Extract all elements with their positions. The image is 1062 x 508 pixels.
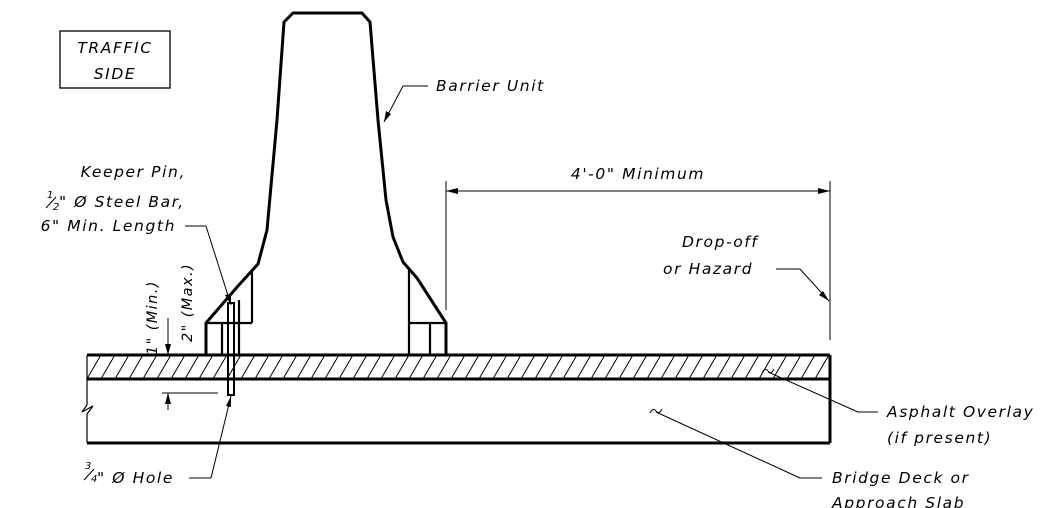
keeper-pin-line1: Keeper Pin,: [81, 163, 186, 181]
dimension-4ft-label: 4'-0" Minimum: [571, 165, 705, 183]
keeper-pin-label: Keeper Pin, 1 2 " Ø Steel Bar, 6" Min. L…: [41, 163, 186, 235]
minimum-offset-dimension: 4'-0" Minimum: [445, 165, 831, 340]
keeper-pin-frac-num: 1: [47, 190, 53, 201]
barrier-unit-leader: Barrier Unit: [383, 77, 545, 123]
keeper-pin-frac-den: 2: [53, 202, 59, 213]
max-2in-label: 2" (Max.): [180, 263, 196, 342]
dropoff-line2: or Hazard: [663, 260, 753, 278]
dropoff-leader: Drop-off or Hazard: [663, 233, 830, 302]
deck-leader: Bridge Deck or Approach Slab: [649, 408, 970, 508]
hole-label: 3 4 " Ø Hole: [83, 461, 174, 487]
traffic-side-line2: SIDE: [94, 65, 137, 83]
hole-frac-num: 3: [85, 461, 91, 472]
keeper-pin-line2: " Ø Steel Bar,: [59, 193, 185, 211]
hole-leader: [189, 395, 232, 479]
keeper-pin-line3: 6" Min. Length: [41, 217, 176, 235]
barrier-unit: [204, 11, 448, 355]
traffic-side-line1: TRAFFIC: [77, 39, 152, 57]
dropoff-line1: Drop-off: [682, 233, 759, 251]
min-1in-label: 1" (Min.): [145, 280, 161, 355]
hole-frac-den: 4: [91, 474, 97, 485]
deck-line2: Approach Slab: [831, 494, 965, 508]
asphalt-line2: (if present): [887, 429, 992, 447]
barrier-unit-label: Barrier Unit: [436, 77, 545, 95]
asphalt-line1: Asphalt Overlay: [886, 403, 1034, 421]
keeper-pin: [227, 302, 235, 396]
embedment-dimensions: 1" (Min.) 2" (Max.): [145, 263, 218, 410]
deck-line1: Bridge Deck or: [832, 469, 970, 487]
keeper-pin-leader: [185, 225, 232, 306]
bridge-deck: [81, 355, 832, 445]
hole-label-text: " Ø Hole: [97, 469, 174, 487]
asphalt-overlay: [87, 353, 830, 381]
asphalt-leader: Asphalt Overlay (if present): [761, 368, 1034, 447]
traffic-side-box: TRAFFIC SIDE: [59, 30, 171, 89]
